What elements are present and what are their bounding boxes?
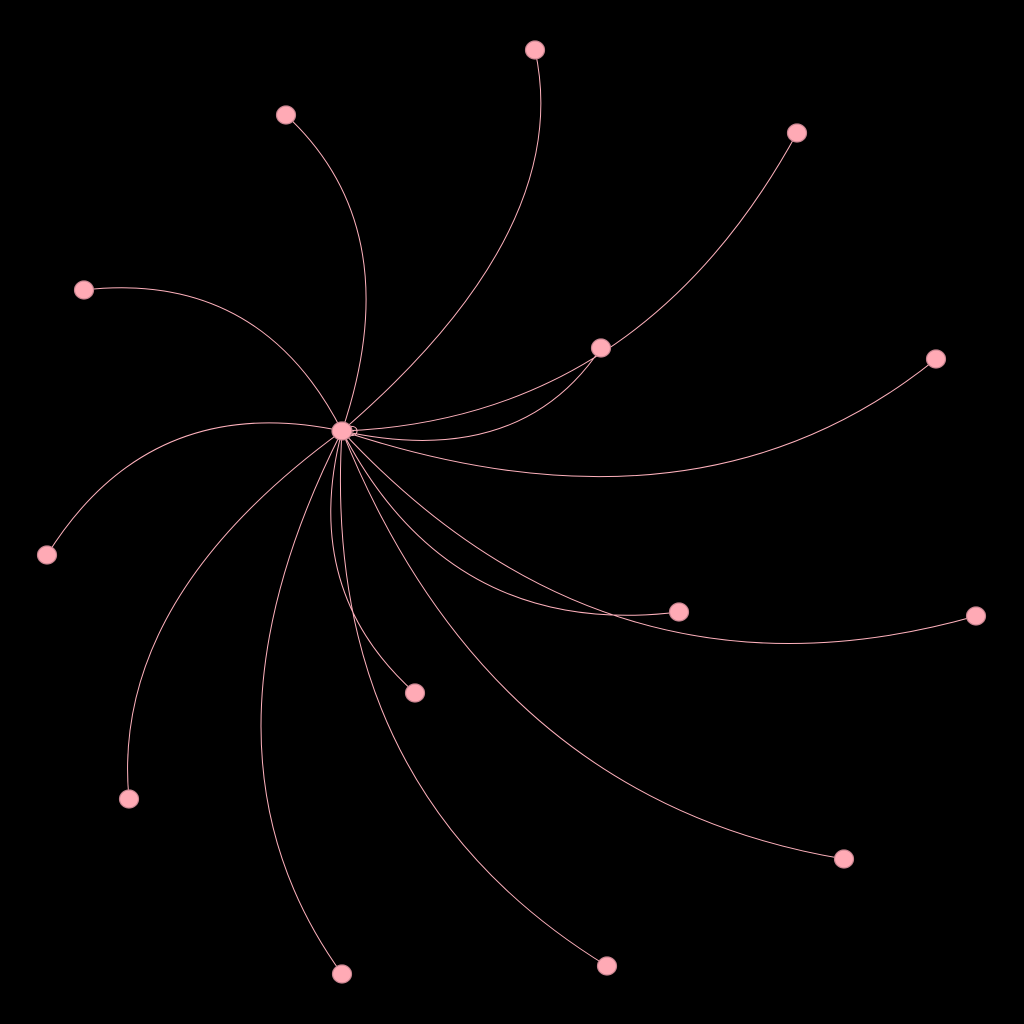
edge-hub-n1: [341, 49, 542, 432]
node-n5[interactable]: [590, 338, 612, 358]
edge-hub-n4: [83, 287, 343, 432]
node-n14[interactable]: [331, 964, 353, 984]
edge-hub-n5: [341, 347, 602, 441]
node-n7[interactable]: [36, 545, 58, 565]
node-n1[interactable]: [524, 40, 546, 60]
edge-hub-n8: [341, 430, 680, 616]
node-n12[interactable]: [833, 849, 855, 869]
edge-hub-n7: [46, 422, 343, 556]
node-n9[interactable]: [965, 606, 987, 626]
edge-hub-n2: [285, 114, 367, 432]
node-n4[interactable]: [73, 280, 95, 300]
node-n8[interactable]: [668, 602, 690, 622]
edge-hub-n13: [339, 430, 608, 967]
edge-hub-n14: [260, 430, 343, 975]
edge-hub-n6: [341, 358, 937, 478]
node-n11[interactable]: [118, 789, 140, 809]
edge-hub-n11: [127, 430, 343, 800]
edge-hub-n9: [341, 430, 977, 644]
node-n2[interactable]: [275, 105, 297, 125]
node-n13[interactable]: [596, 956, 618, 976]
node-n3[interactable]: [786, 123, 808, 143]
edges-layer: [46, 49, 977, 975]
nodes-layer: [36, 40, 987, 984]
edge-hub-n12: [341, 430, 845, 860]
node-n10[interactable]: [404, 683, 426, 703]
node-n6[interactable]: [925, 349, 947, 369]
edge-hub-n10: [330, 430, 416, 694]
hub-node[interactable]: [331, 421, 353, 441]
